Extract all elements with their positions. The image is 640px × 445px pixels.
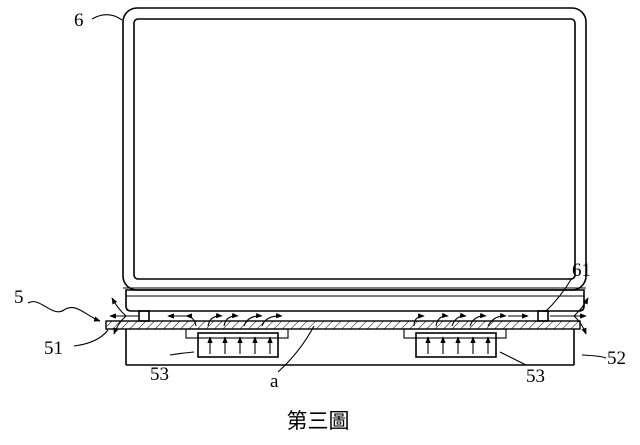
label-stand: 5	[14, 287, 24, 308]
foot-left	[138, 310, 150, 322]
label-fan-right: 53	[526, 366, 545, 387]
laptop-display	[122, 7, 587, 291]
laptop-base	[125, 289, 585, 312]
fan-left	[185, 328, 289, 358]
foot-right	[537, 310, 549, 322]
laptop-base-body	[125, 289, 585, 312]
label-laptop: 6	[74, 10, 84, 31]
hatched-plate	[105, 320, 581, 330]
fan-right-mount	[403, 328, 507, 339]
leader-lines	[27, 14, 607, 373]
label-plate: 51	[44, 338, 63, 359]
laptop-screen-outer	[122, 7, 587, 291]
label-fan-left: 53	[150, 364, 169, 385]
label-air-gap: a	[270, 371, 279, 392]
airflow-arrows	[109, 297, 589, 335]
laptop-screen-inner	[133, 18, 576, 280]
figure-caption: 第三圖	[287, 409, 350, 433]
label-foot: 61	[572, 260, 591, 281]
fan-right-body	[415, 332, 497, 358]
fan-left-body	[197, 332, 279, 358]
fan-right	[403, 328, 507, 358]
fan-left-mount	[185, 328, 289, 339]
stand-base	[125, 329, 575, 366]
label-base: 52	[607, 348, 626, 369]
